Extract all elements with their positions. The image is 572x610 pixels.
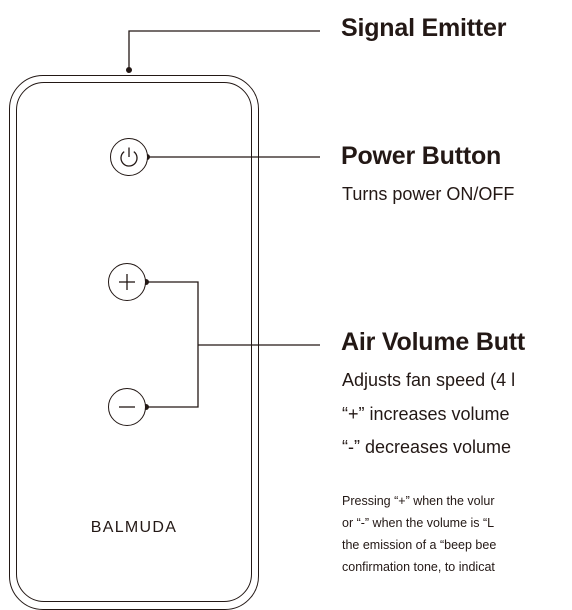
air-volume-note-3: the emission of a “beep bee [342,538,497,552]
power-icon [120,147,138,167]
signal-emitter-title: Signal Emitter [341,14,507,42]
air-volume-note-2: or “-” when the volume is “L [342,516,495,530]
power-button-title: Power Button [341,142,502,170]
air-volume-title: Air Volume Butt [341,328,526,356]
air-volume-note-4: confirmation tone, to indicat [342,560,495,574]
brand-logo: BALMUDA [90,519,178,536]
air-volume-line-1: Adjusts fan speed (4 l [342,370,516,390]
plus-button[interactable] [108,263,146,301]
air-volume-line-3: “-” decreases volume [342,437,512,457]
signal-emitter-leader [128,30,320,70]
callout-lines [126,30,320,410]
minus-icon [119,406,135,408]
power-button-description: Turns power ON/OFF [342,184,515,204]
minus-button[interactable] [108,388,146,426]
plus-icon [119,274,135,290]
air-volume-note-1: Pressing “+” when the volur [342,494,495,508]
air-volume-line-2: “+” increases volume [342,404,510,424]
power-button[interactable] [110,138,148,176]
